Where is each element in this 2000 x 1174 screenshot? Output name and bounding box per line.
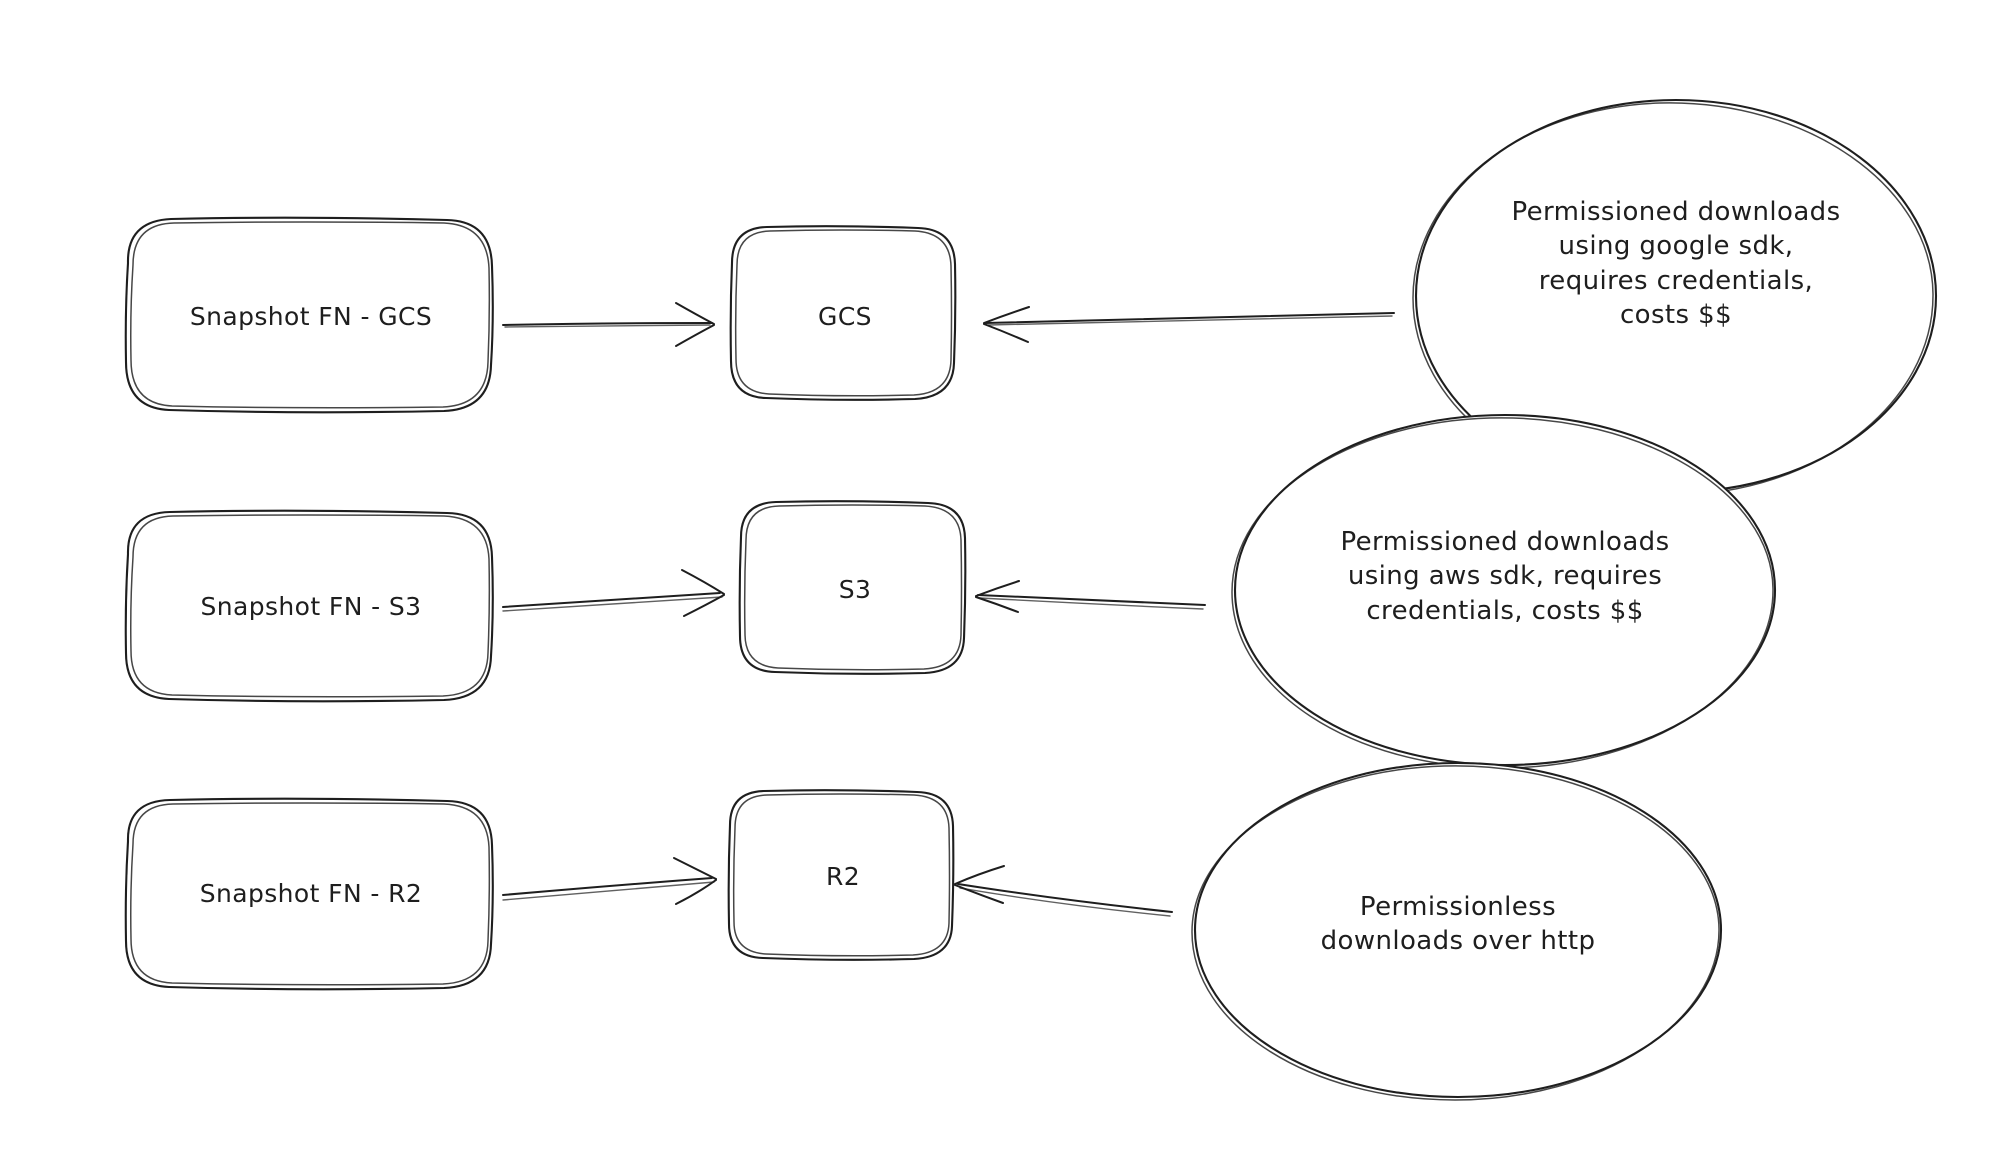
edge-gcs-upload bbox=[502, 302, 715, 347]
node-bucket-r2[interactable] bbox=[727, 789, 955, 961]
edge-s3-download bbox=[975, 580, 1206, 613]
edge-r2-upload bbox=[502, 857, 717, 905]
note-ellipse-s3[interactable] bbox=[1231, 413, 1777, 769]
edge-r2-download bbox=[954, 865, 1173, 917]
node-source-r2[interactable] bbox=[124, 797, 494, 991]
edge-s3-upload bbox=[502, 569, 725, 617]
note-ellipse-r2[interactable] bbox=[1191, 761, 1723, 1101]
node-source-gcs[interactable] bbox=[124, 216, 494, 414]
node-bucket-gcs[interactable] bbox=[729, 225, 957, 401]
node-source-s3[interactable] bbox=[124, 509, 494, 703]
edge-gcs-download bbox=[983, 306, 1395, 343]
node-bucket-s3[interactable] bbox=[738, 500, 967, 675]
